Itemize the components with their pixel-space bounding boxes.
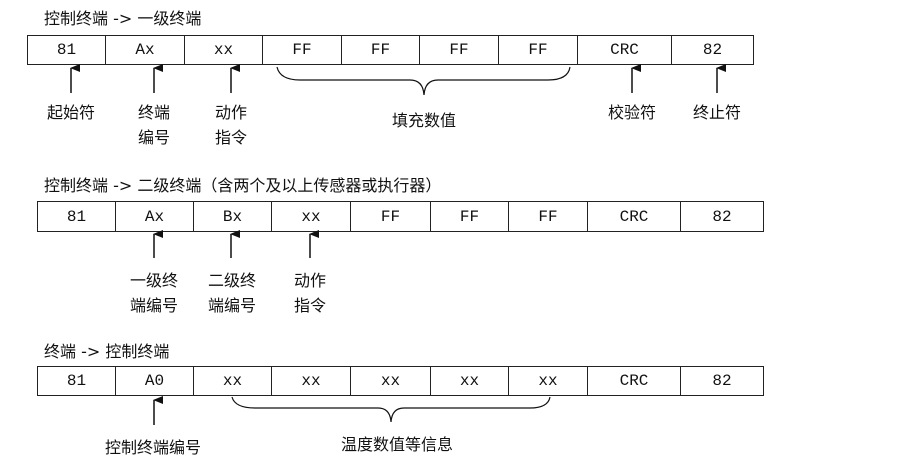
annotation-line: 编号 bbox=[137, 128, 171, 147]
annotation-line: 二级终 bbox=[207, 271, 257, 290]
frame-cell-action: xx bbox=[272, 202, 351, 231]
frame-cell-crc: CRC bbox=[588, 367, 681, 395]
annotation-line: 指令 bbox=[214, 128, 248, 147]
annotation-line: 终止符 bbox=[692, 103, 742, 122]
frame-cell-fill: FF bbox=[263, 36, 342, 64]
frame-cell-data: xx bbox=[431, 367, 509, 395]
annotation-control-terminal-id: 控制终端编号 bbox=[105, 435, 201, 460]
annotation-line: 端编号 bbox=[207, 296, 257, 315]
annotation-line: 动作 bbox=[293, 271, 327, 290]
frame-cell-data: xx bbox=[272, 367, 351, 395]
frame-cell-terminal-id: Ax bbox=[106, 36, 185, 64]
annotation-start-symbol: 起始符 bbox=[47, 100, 95, 125]
frame-cell-fill: FF bbox=[342, 36, 420, 64]
frame-cell-data: xx bbox=[509, 367, 588, 395]
diagram-2-frame: 81 Ax Bx xx FF FF FF CRC 82 bbox=[37, 201, 764, 232]
annotation-level1-id: 一级终 端编号 bbox=[130, 268, 178, 318]
annotation-line: 指令 bbox=[293, 296, 327, 315]
frame-cell-fill: FF bbox=[420, 36, 499, 64]
frame-cell-level1-id: Ax bbox=[116, 202, 194, 231]
annotation-checksum: 校验符 bbox=[608, 100, 656, 125]
frame-cell-start: 81 bbox=[28, 36, 106, 64]
annotation-line: 控制终端编号 bbox=[104, 438, 202, 457]
diagram-1-title: 控制终端 -> 一级终端 bbox=[44, 9, 202, 28]
annotation-line: 一级终 bbox=[129, 271, 179, 290]
frame-cell-start: 81 bbox=[38, 367, 116, 395]
frame-cell-level2-id: Bx bbox=[194, 202, 272, 231]
annotation-action: 动作 指令 bbox=[294, 268, 326, 318]
curly-brace-icon bbox=[231, 396, 551, 423]
frame-cell-fill: FF bbox=[351, 202, 431, 231]
annotation-action: 动作 指令 bbox=[215, 100, 247, 150]
frame-cell-fill: FF bbox=[499, 36, 578, 64]
frame-cell-end: 82 bbox=[712, 372, 732, 390]
annotation-end-symbol: 终止符 bbox=[693, 100, 741, 125]
frame-cell-action: xx bbox=[185, 36, 263, 64]
annotation-line: 起始符 bbox=[46, 103, 96, 122]
annotation-terminal-id: 终端 编号 bbox=[138, 100, 170, 150]
frame-cell-data: xx bbox=[351, 367, 431, 395]
diagram-1-frame: 81 Ax xx FF FF FF FF CRC 82 bbox=[27, 35, 754, 65]
frame-cell-crc: CRC bbox=[578, 36, 672, 64]
frame-cell-control-id: A0 bbox=[116, 367, 194, 395]
frame-cell-fill: FF bbox=[509, 202, 588, 231]
diagram-3-frame: 81 A0 xx xx xx xx xx CRC 82 bbox=[37, 366, 764, 396]
frame-cell-end: 82 bbox=[702, 41, 723, 59]
frame-cell-end: 82 bbox=[712, 207, 732, 226]
diagram-3-title: 终端 -> 控制终端 bbox=[44, 342, 170, 361]
curly-brace-icon bbox=[276, 66, 571, 96]
annotation-line: 终端 bbox=[137, 103, 171, 122]
brace-label-fill-values: 填充数值 bbox=[391, 111, 457, 130]
frame-cell-fill: FF bbox=[431, 202, 509, 231]
diagram-2-title: 控制终端 -> 二级终端（含两个及以上传感器或执行器） bbox=[44, 176, 442, 195]
annotation-line: 动作 bbox=[214, 103, 248, 122]
annotation-line: 校验符 bbox=[607, 103, 657, 122]
frame-cell-data: xx bbox=[194, 367, 272, 395]
frame-cell-crc: CRC bbox=[588, 202, 681, 231]
annotation-line: 端编号 bbox=[129, 296, 179, 315]
annotation-level2-id: 二级终 端编号 bbox=[208, 268, 256, 318]
frame-cell-start: 81 bbox=[38, 202, 116, 231]
brace-label-data-info: 温度数值等信息 bbox=[340, 435, 454, 454]
